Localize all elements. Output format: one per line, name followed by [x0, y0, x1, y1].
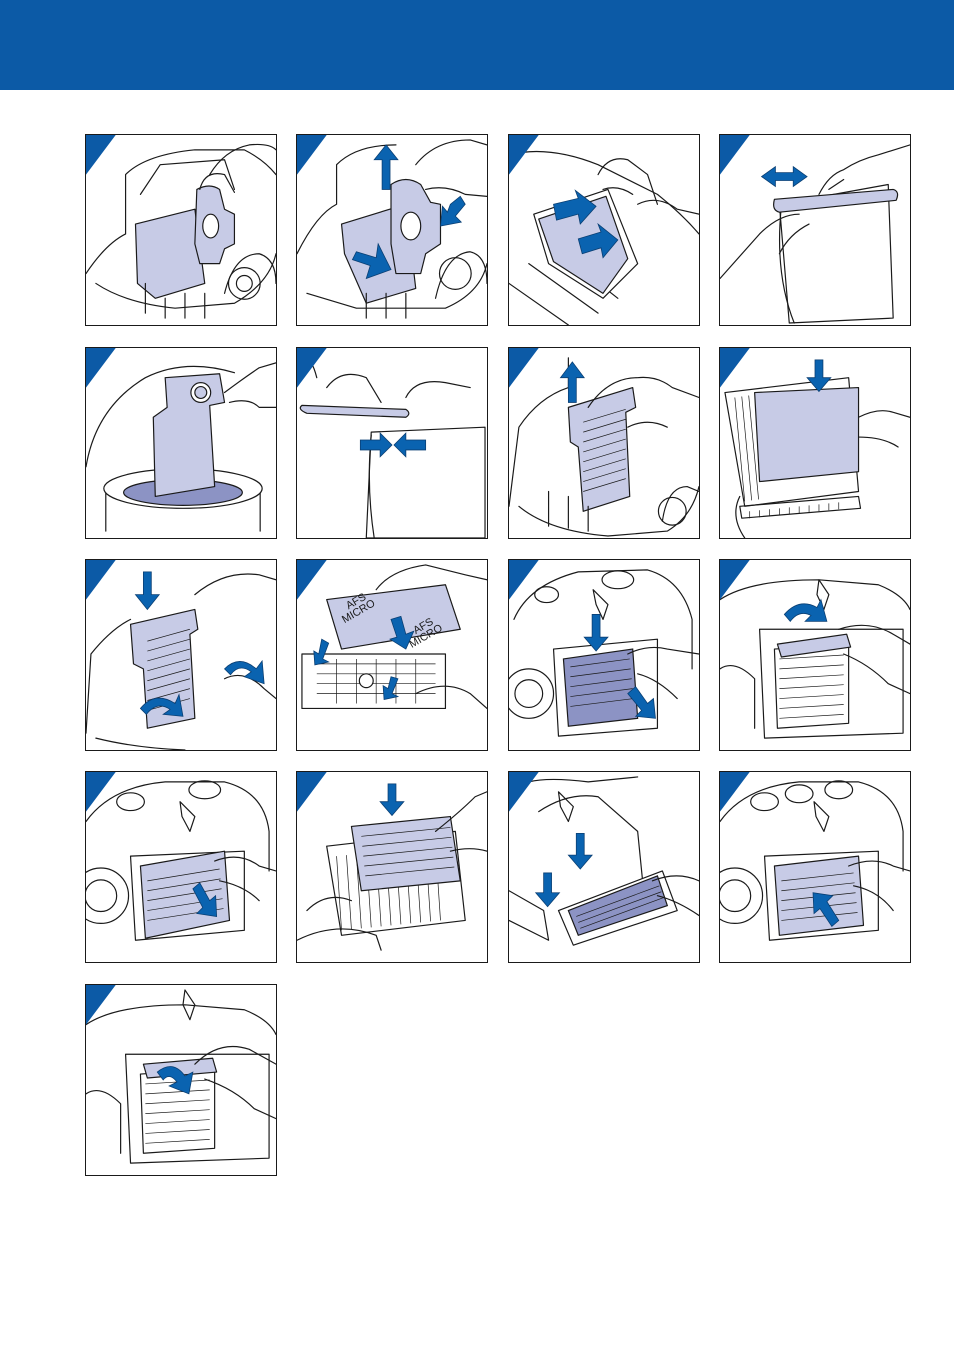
insert-paper-bag-illustration [509, 135, 699, 325]
refit-filter-holder-illustration [86, 560, 276, 750]
slide-clip-on-illustration [297, 348, 487, 538]
step-panel-3 [508, 134, 700, 326]
step-panel-16 [719, 771, 911, 963]
insert-hepa-filter-illustration [297, 772, 487, 962]
close-grille-illustration [509, 560, 699, 750]
step-panel-5 [85, 347, 277, 539]
step-panel-15 [508, 771, 700, 963]
afs-micro-filter-illustration: AFS MICRO AFS MICRO [297, 560, 487, 750]
close-grille-illustration-2 [720, 772, 910, 962]
step-panel-7 [508, 347, 700, 539]
step-panel-11 [508, 559, 700, 751]
empty-bag-illustration [86, 348, 276, 538]
header-band [0, 0, 954, 90]
refit-hepa-hinges-illustration [509, 772, 699, 962]
slide-clip-off-illustration [720, 135, 910, 325]
step-panel-14 [296, 771, 488, 963]
step-panel-6 [296, 347, 488, 539]
remove-dust-bag-illustration [86, 135, 276, 325]
step-panel-2 [296, 134, 488, 326]
step-panel-13 [85, 771, 277, 963]
step-panel-10: AFS MICRO AFS MICRO [296, 559, 488, 751]
open-grille-catch-illustration [720, 560, 910, 750]
step-panel-17 [85, 984, 277, 1176]
step-panel-4 [719, 134, 911, 326]
insert-dust-bag-illustration [297, 135, 487, 325]
step-panel-1 [85, 134, 277, 326]
pull-grille-illustration [86, 772, 276, 962]
step-panel-8 [719, 347, 911, 539]
place-filter-pad-illustration [720, 348, 910, 538]
lift-filter-holder-illustration [509, 348, 699, 538]
step-panel-12 [719, 559, 911, 751]
step-panel-9 [85, 559, 277, 751]
press-catch-closed-illustration [86, 985, 276, 1175]
